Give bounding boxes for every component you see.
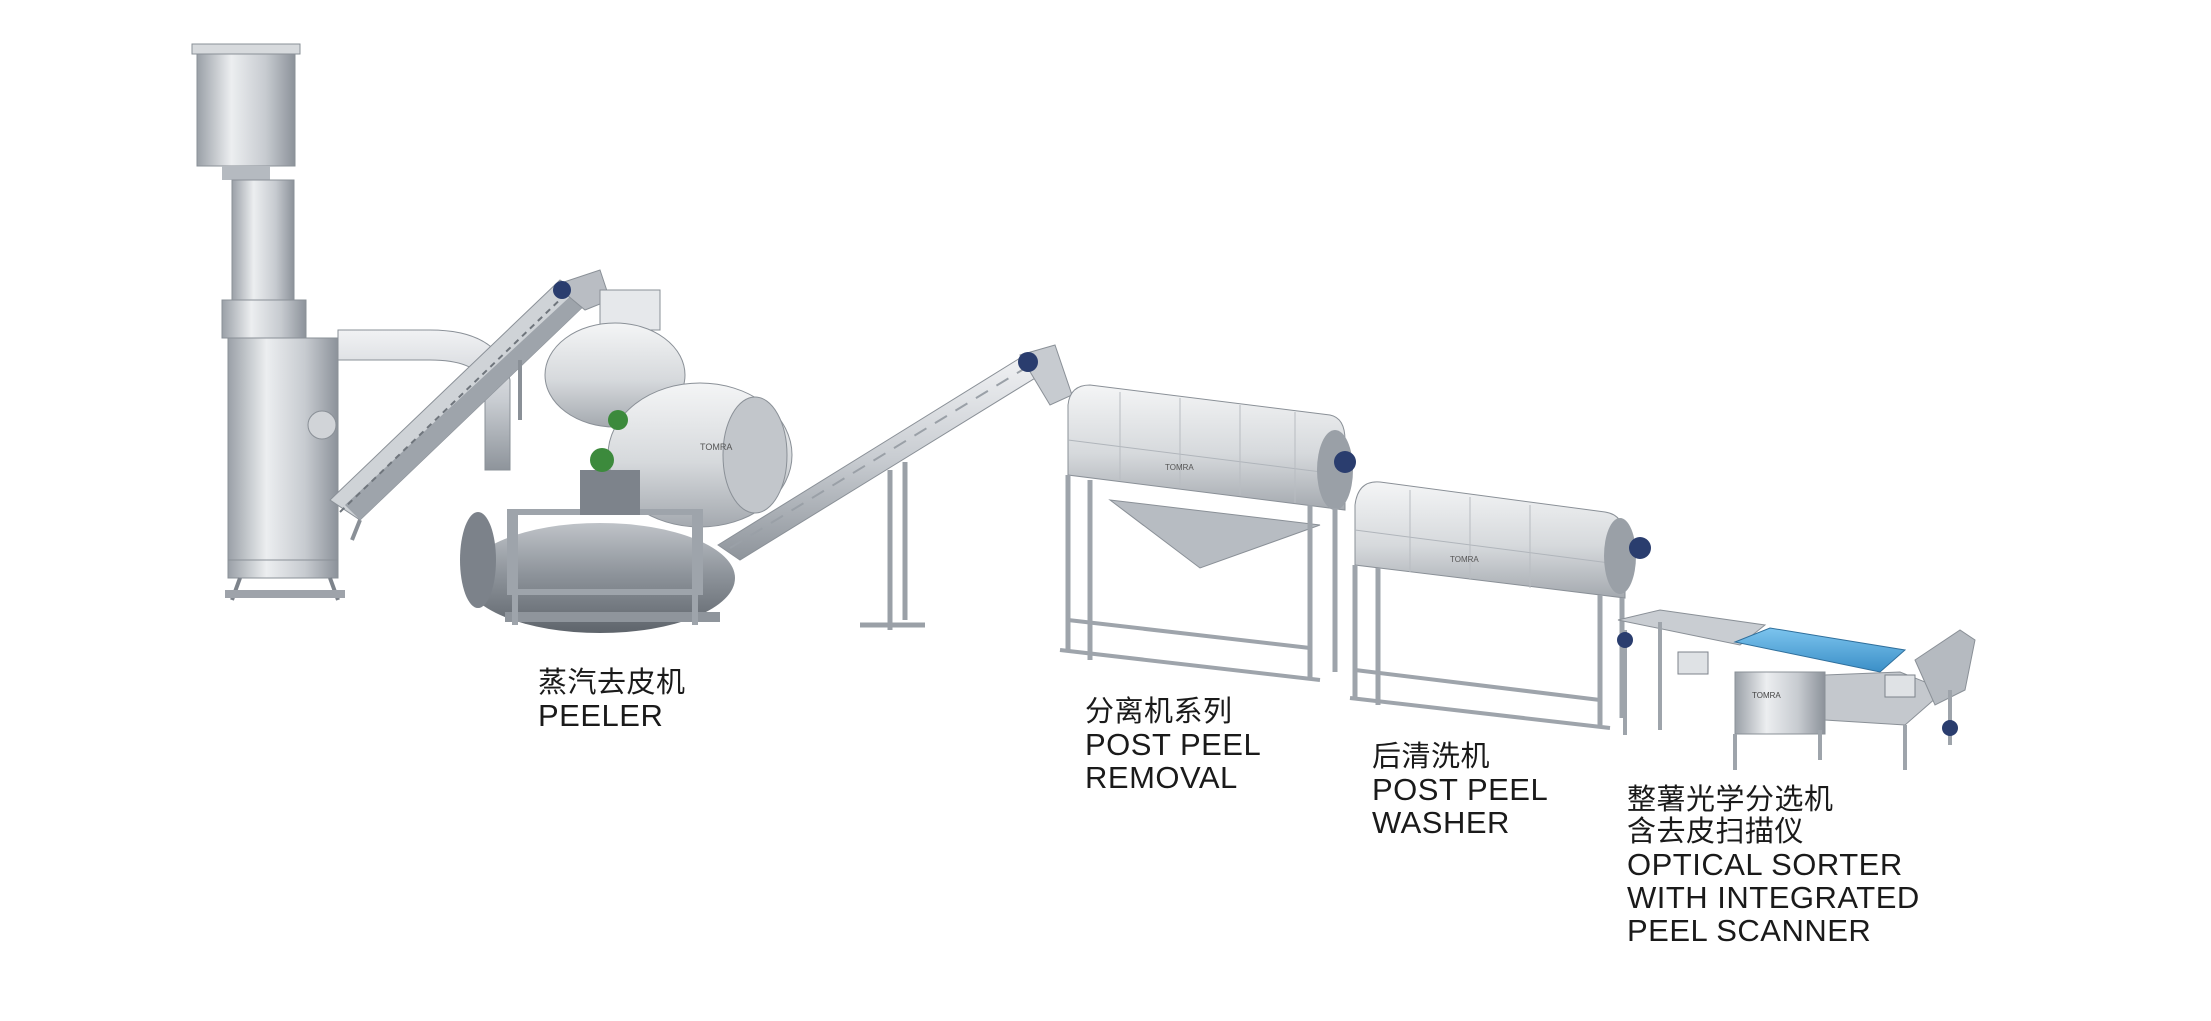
exhaust-chimney	[231, 179, 295, 316]
post-peel-washer-machine: TOMRA	[1349, 481, 1651, 730]
brand-logo-sorter: TOMRA	[1752, 691, 1781, 700]
brand-logo-peeler: TOMRA	[700, 442, 732, 452]
brand-logo-washer: TOMRA	[1450, 555, 1479, 564]
label-ppr-en-2: REMOVAL	[1085, 760, 1238, 795]
sorter-screen-right	[1884, 674, 1916, 698]
label-sorter-en-1: OPTICAL SORTER	[1627, 847, 1903, 882]
steam-tank	[465, 523, 735, 633]
label-washer-zh: 后清洗机	[1372, 739, 1491, 773]
brand-logo-ppr: TOMRA	[1165, 463, 1194, 472]
label-washer-en-1: POST PEEL	[1372, 772, 1549, 807]
label-sorter-en-2: WITH INTEGRATED	[1627, 880, 1920, 915]
sorter-belt	[1733, 627, 1907, 673]
sorter-screen-left	[1677, 651, 1709, 675]
label-post-peel-washer: 后清洗机 POST PEEL WASHER	[1372, 742, 1548, 840]
label-sorter-en-3: PEEL SCANNER	[1627, 913, 1872, 948]
screw-conveyor	[717, 344, 1073, 630]
sorter-cabinet	[1734, 671, 1826, 735]
optical-sorter-machine: TOMRA	[1617, 609, 1976, 770]
label-sorter-zh-2: 含去皮扫描仪	[1627, 814, 1805, 848]
label-post-peel-removal: 分离机系列 POST PEEL REMOVAL	[1085, 697, 1261, 795]
label-sorter-zh-1: 整薯光学分选机	[1627, 782, 1834, 816]
steam-duct	[337, 329, 511, 471]
label-peeler-zh: 蒸汽去皮机	[538, 665, 686, 699]
label-ppr-zh: 分离机系列	[1085, 694, 1233, 728]
exhaust-hood	[196, 47, 296, 167]
label-washer-en-2: WASHER	[1372, 805, 1510, 840]
label-optical-sorter: 整薯光学分选机 含去皮扫描仪 OPTICAL SORTER WITH INTEG…	[1627, 785, 1920, 948]
post-peel-removal-machine: TOMRA	[1059, 384, 1356, 682]
label-peeler-en: PEELER	[538, 698, 664, 733]
peeler-machine: TOMRA	[191, 43, 793, 633]
label-peeler: 蒸汽去皮机 PEELER	[538, 668, 686, 733]
label-ppr-en-1: POST PEEL	[1085, 727, 1262, 762]
steam-separator-vessel	[227, 337, 339, 579]
